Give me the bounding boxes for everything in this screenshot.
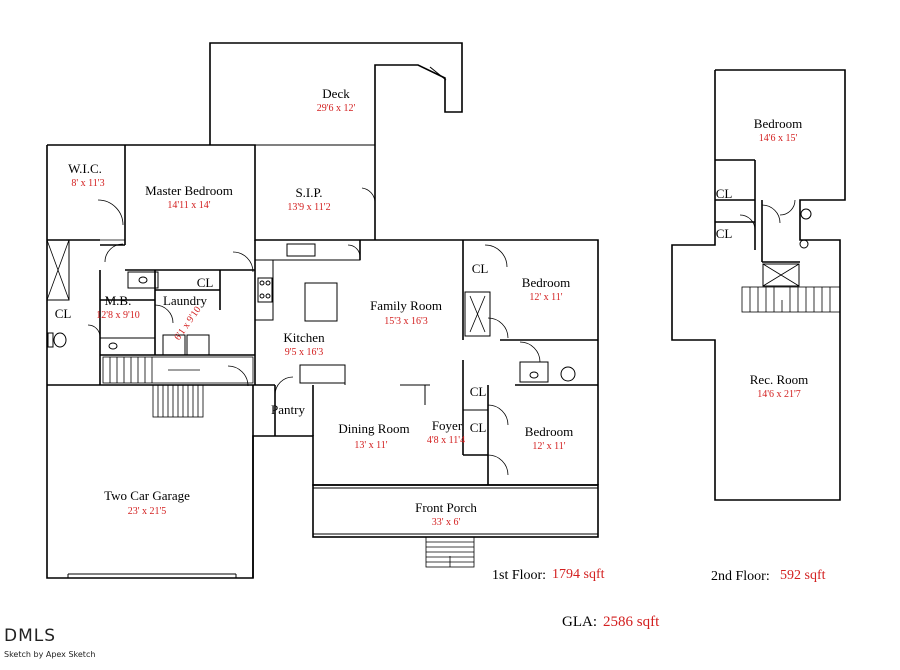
bedroom2-size: 12' x 11' <box>532 441 565 452</box>
dining-room-size: 13' x 11' <box>354 440 387 451</box>
second-floor-label: 2nd Floor: <box>711 569 770 584</box>
pantry-label: Pantry <box>271 402 305 417</box>
front-porch-label: Front Porch <box>415 500 477 515</box>
room-labels: Deck 29'6 x 12' W.I.C. 8' x 11'3 Master … <box>68 86 808 528</box>
bedroom1-size: 12' x 11' <box>529 292 562 303</box>
family-room-size: 15'3 x 16'3 <box>384 316 428 327</box>
closet-label: CL <box>470 420 487 435</box>
closet-label: CL <box>470 384 487 399</box>
closet-label: CL <box>197 275 214 290</box>
closet-label: CL <box>716 226 733 241</box>
first-floor-fixtures <box>46 187 576 476</box>
floor-totals: 1st Floor: 1794 sqft 2nd Floor: 592 sqft… <box>492 567 826 630</box>
front-porch-size: 33' x 6' <box>432 517 461 528</box>
gla-sqft: 2586 sqft <box>603 614 660 630</box>
master-bedroom-size: 14'11 x 14' <box>167 200 210 211</box>
bedroom1-label: Bedroom <box>522 275 570 290</box>
sip-size: 13'9 x 11'2 <box>287 202 330 213</box>
gla-label: GLA: <box>562 614 597 630</box>
laundry-label: Laundry <box>163 293 208 308</box>
master-bedroom-label: Master Bedroom <box>145 183 233 198</box>
laundry-size: 6'1 x 9'10 <box>172 305 203 343</box>
garage-label: Two Car Garage <box>104 488 190 503</box>
dmls-logo: DMLS <box>4 626 57 646</box>
closet-label: CL <box>716 186 733 201</box>
footer: DMLS Sketch by Apex Sketch <box>4 626 95 659</box>
foyer-size: 4'8 x 11'4 <box>427 435 465 446</box>
second-floor-walls <box>671 69 846 501</box>
kitchen-label: Kitchen <box>283 330 325 345</box>
family-room-label: Family Room <box>370 298 442 313</box>
sip-label: S.I.P. <box>295 185 322 200</box>
upstairs-bedroom-size: 14'6 x 15' <box>759 133 798 144</box>
first-floor-sqft: 1794 sqft <box>552 567 605 582</box>
dining-room-label: Dining Room <box>338 421 409 436</box>
rec-room-label: Rec. Room <box>750 372 809 387</box>
garage-size: 23' x 21'5 <box>128 506 167 517</box>
closet-labels: CL CL CL CL CL CL CL <box>55 186 733 435</box>
closet-label: CL <box>472 261 489 276</box>
wic-label: W.I.C. <box>68 161 102 176</box>
mb-label: M.B. <box>105 293 132 308</box>
rec-room-size: 14'6 x 21'7 <box>757 389 801 400</box>
wic-size: 8' x 11'3 <box>71 178 104 189</box>
bedroom2-label: Bedroom <box>525 424 573 439</box>
mb-size: 12'8 x 9'10 <box>96 310 140 321</box>
deck-label: Deck <box>322 86 350 101</box>
kitchen-size: 9'5 x 16'3 <box>285 347 324 358</box>
second-floor-sqft: 592 sqft <box>780 568 826 583</box>
sketch-credit: Sketch by Apex Sketch <box>4 650 96 659</box>
closet-label: CL <box>55 306 72 321</box>
first-floor-label: 1st Floor: <box>492 568 546 583</box>
foyer-label: Foyer <box>432 418 463 433</box>
upstairs-bedroom-label: Bedroom <box>754 116 802 131</box>
deck-size: 29'6 x 12' <box>317 103 356 114</box>
first-floor-walls <box>46 42 599 579</box>
